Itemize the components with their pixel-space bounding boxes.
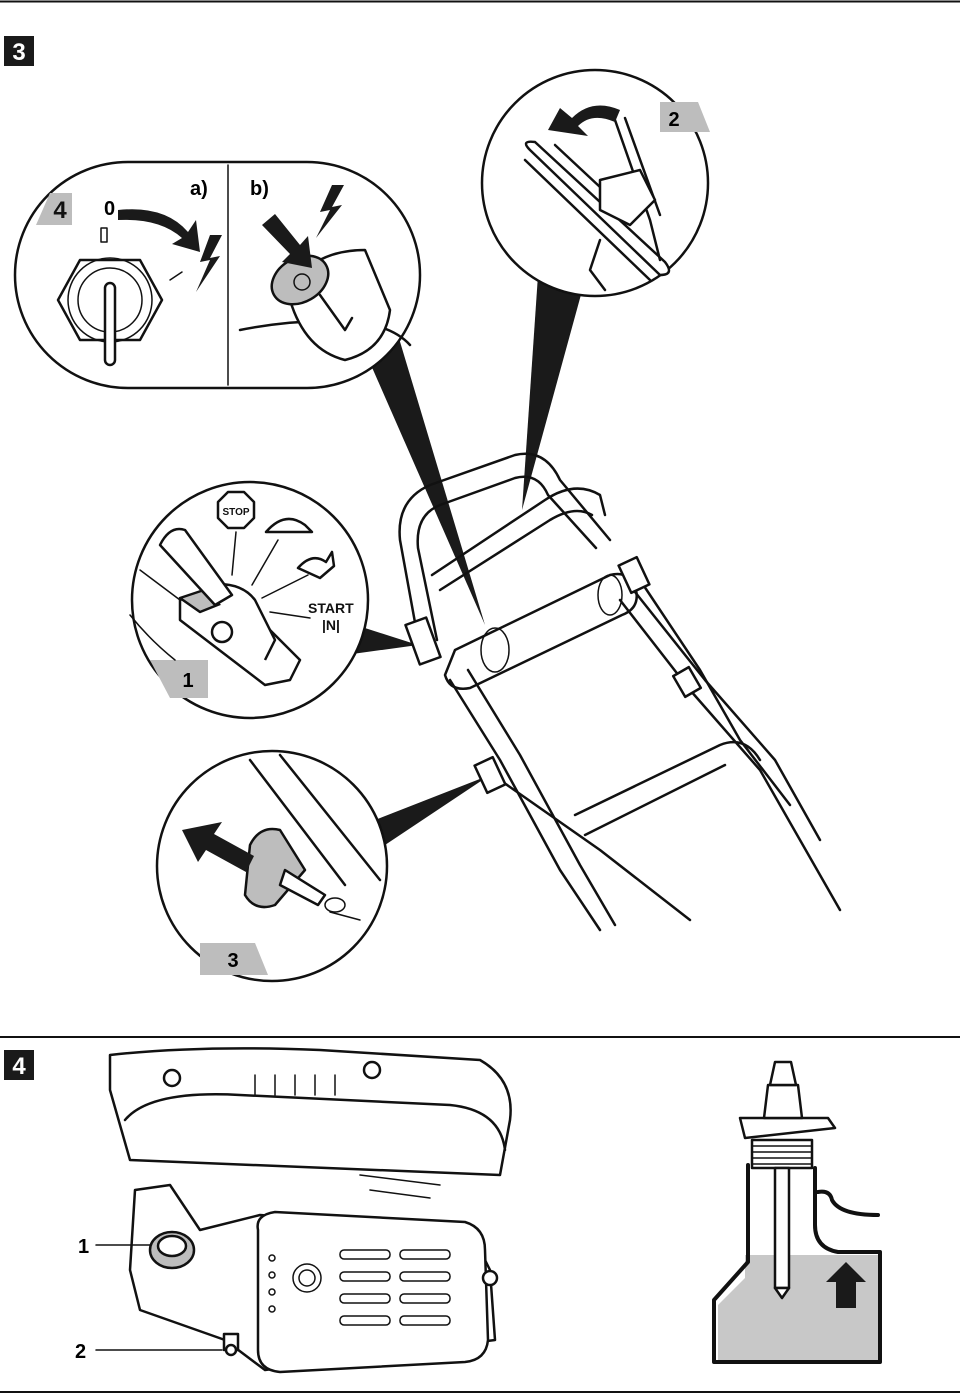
callout-3-starter-grip: 3: [155, 749, 389, 983]
pointer-wedge-3: [375, 775, 490, 845]
callout-2-tab: [660, 102, 710, 132]
engine-illustration: [95, 1047, 512, 1374]
callout-4-number: 4: [53, 197, 67, 224]
oil-level-diagram: [712, 1060, 882, 1364]
callout-1-tab: [150, 660, 208, 698]
rabbit-icon: [296, 550, 336, 580]
dial-zero-label: 0: [104, 198, 115, 220]
engine-label-1: 1: [78, 1236, 89, 1258]
choke-symbol: |N|: [322, 617, 340, 633]
figure-4-label: 4: [4, 1050, 34, 1080]
pull-arrow-2: [548, 105, 620, 136]
callout-4b-label: b): [250, 178, 269, 200]
spark-icon-b: [316, 185, 344, 238]
callout-3-tab: [200, 943, 268, 975]
callout-1-number: 1: [182, 670, 193, 692]
oil-up-arrow: [826, 1262, 866, 1308]
engine-label-2: 2: [75, 1341, 86, 1363]
figure-3-number: 3: [12, 39, 25, 66]
callout-1-throttle: 1 STOP START |N|: [129, 480, 370, 720]
callout-2-number: 2: [668, 109, 679, 131]
pointer-wedge-4: [360, 325, 485, 625]
callout-3-number: 3: [227, 950, 238, 972]
figure-4-number: 4: [12, 1053, 26, 1080]
callout-4-ignition: 4 0 a) b): [13, 160, 422, 390]
turn-arrow-a: [118, 209, 200, 252]
push-arrow-b: [262, 214, 312, 268]
mower-handle: [340, 275, 842, 932]
pointer-wedge-2: [522, 275, 585, 510]
stop-sign-text: STOP: [222, 507, 249, 518]
callout-4a-label: a): [190, 178, 208, 200]
callout-2-bail-lever: 2: [480, 68, 710, 298]
start-label: START: [308, 600, 354, 616]
figure-3-label: 3: [4, 36, 34, 66]
callout-4-tab: [36, 193, 72, 225]
pull-arrow-3: [182, 822, 254, 872]
spark-icon-a: [196, 235, 222, 292]
turtle-icon: [264, 517, 314, 534]
